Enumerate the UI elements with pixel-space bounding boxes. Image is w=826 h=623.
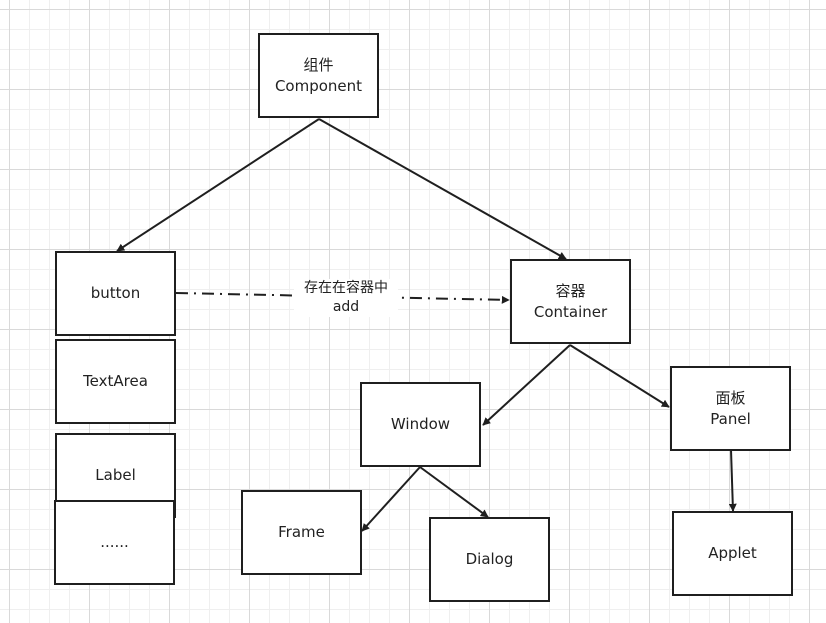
edge-container-to-panel [569,344,670,408]
node-component-label-zh: 组件 [303,55,334,74]
node-container-label-zh: 容器 [555,281,586,300]
node-window-label: Window [390,415,451,433]
node-panel-label-en: Panel [710,409,751,428]
node-more[interactable]: ...... [54,500,175,585]
node-panel[interactable]: 面板 Panel [670,366,791,451]
edge-window-to-frame [361,466,421,532]
node-textarea-label: TextArea [83,372,148,390]
node-label-label: Label [95,466,136,484]
node-more-label: ...... [100,533,129,551]
edge-window-to-dialog [419,466,489,518]
node-button-label: button [90,284,141,302]
node-frame-label: Frame [278,523,325,541]
node-applet-label: Applet [708,544,757,562]
node-panel-label-zh: 面板 [715,388,746,407]
edge-component-to-container [318,118,567,260]
node-container-label-en: Container [533,302,608,321]
node-container[interactable]: 容器 Container [510,259,631,344]
edge-label-add: 存在在容器中 add [294,279,398,317]
edge-container-to-window [482,344,571,426]
node-button[interactable]: button [55,251,176,336]
node-window[interactable]: Window [360,382,481,467]
edge-component-to-button [116,118,320,252]
node-frame[interactable]: Frame [241,490,362,575]
node-component[interactable]: 组件 Component [258,33,379,118]
node-dialog[interactable]: Dialog [429,517,550,602]
node-dialog-label: Dialog [465,550,514,568]
node-textarea[interactable]: TextArea [55,339,176,424]
node-applet[interactable]: Applet [672,511,793,596]
node-component-label-en: Component [274,76,363,95]
edge-label-line-en: add [332,299,360,315]
edge-panel-to-applet [728,449,737,512]
edge-label-line-zh: 存在在容器中 [304,280,388,296]
